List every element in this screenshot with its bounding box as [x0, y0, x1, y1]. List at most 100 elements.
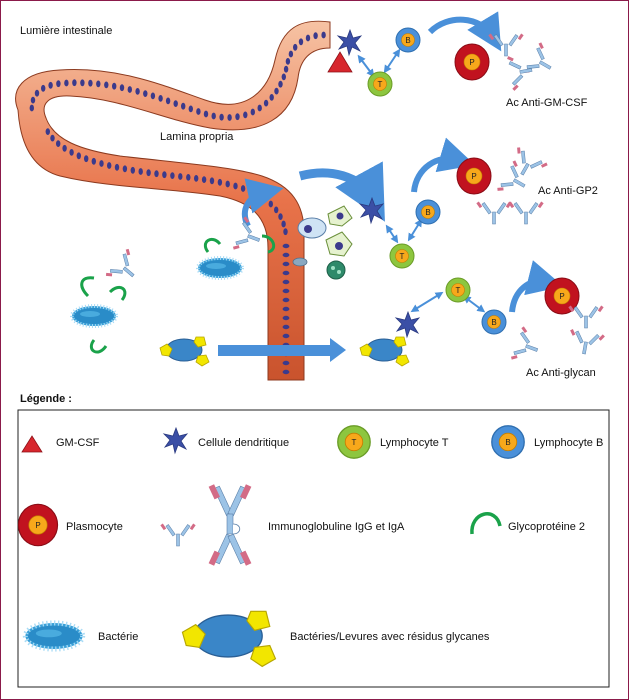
glycan-organism-icon [181, 610, 277, 668]
epithelial-nucleus [233, 182, 238, 190]
legend-item-dendritic: Cellule dendritique [198, 437, 289, 449]
plasma-cell-letter: P [35, 521, 40, 530]
epithelial-nucleus [305, 34, 311, 42]
epithelial-nucleus [99, 160, 104, 167]
epithelial-nucleus [72, 79, 77, 87]
epithelial-nucleus [274, 206, 279, 214]
antibody-icon [507, 201, 545, 225]
epithelial-nucleus [262, 195, 267, 203]
gp2-icon [80, 276, 95, 298]
epithelial-nucleus [282, 333, 290, 339]
epithelial-nucleus [119, 84, 125, 92]
glycan-organism-icon [359, 336, 410, 367]
antibody-icon [566, 328, 606, 358]
epithelial-nucleus [91, 157, 97, 165]
epithelial-nucleus [278, 80, 283, 88]
epithelial-nucleus [282, 243, 290, 249]
epithelial-nucleus [281, 220, 286, 228]
epithelial-nucleus [282, 252, 290, 258]
epithelial-nucleus [282, 360, 290, 366]
epithelial-nucleus [188, 105, 193, 113]
epithelial-nucleus [313, 32, 318, 40]
epithelial-nucleus [211, 112, 216, 120]
epithelial-nucleus [219, 113, 224, 121]
epithelial-nucleus [282, 270, 290, 276]
epithelial-nucleus [112, 82, 117, 90]
t-cell-letter: T [400, 252, 405, 261]
epithelial-nucleus [248, 187, 253, 195]
legend: Légende : GM-CSF Cellule dendritique T L… [17, 393, 610, 688]
epithelial-nucleus [293, 43, 298, 51]
epithelial-nucleus [84, 155, 89, 163]
antibody-icon [509, 325, 544, 368]
epithelial-nucleus [104, 81, 109, 89]
gmcsf-triangle-icon [21, 435, 43, 453]
lumen-label: Lumière intestinale [20, 25, 112, 37]
t-cell-letter: T [378, 80, 383, 89]
epithelial-nucleus [48, 81, 53, 89]
immunoglobulin-icon [159, 484, 252, 566]
epithelial-nucleus [263, 99, 269, 107]
epithelial-nucleus [50, 134, 55, 142]
epithelial-nucleus [282, 315, 290, 321]
epithelial-nucleus [321, 31, 326, 39]
epithelial-nucleus [243, 111, 248, 119]
epithelial-nucleus [269, 94, 274, 101]
epithelial-nucleus [298, 38, 304, 46]
t-cell-letter: T [456, 286, 461, 295]
epithelial-nucleus [278, 213, 283, 221]
epithelial-nucleus [30, 96, 36, 104]
antibody-icon [506, 145, 550, 184]
epithelial-nucleus [227, 114, 232, 121]
epithelial-nucleus [96, 80, 101, 88]
epithelial-nucleus [250, 108, 255, 116]
ab-glycan-label: Ac Anti-glycan [526, 367, 596, 379]
gp2-icon [470, 512, 502, 535]
epithelial-nucleus [225, 180, 230, 188]
gp2-icon [108, 286, 127, 301]
epithelial-nucleus [282, 306, 290, 312]
legend-item-tcell: Lymphocyte T [380, 437, 449, 449]
plasma-cell-letter: P [559, 292, 564, 301]
epithelial-nucleus [240, 185, 246, 192]
t-cell-letter: T [352, 438, 357, 447]
epithelial-nucleus [201, 176, 207, 184]
dendritic-cell-icon [359, 197, 384, 224]
epithelial-nucleus [257, 104, 262, 112]
epithelial-nucleus [181, 102, 186, 110]
epithelial-nucleus [41, 84, 46, 92]
antibody-icon [475, 201, 513, 225]
epithelial-nucleus [282, 324, 290, 330]
epithelial-nucleus [154, 170, 159, 178]
epithelial-nucleus [288, 50, 294, 58]
b-cell-letter: B [405, 36, 410, 45]
antibody-icon [521, 40, 560, 84]
epithelial-nucleus [196, 108, 201, 115]
epithelial-nucleus [64, 79, 69, 87]
legend-item-gp2: Glycoprotéine 2 [508, 521, 585, 533]
epithelial-nucleus [165, 97, 171, 105]
epithelial-nucleus [282, 369, 290, 375]
dendritic-cell-icon [395, 311, 420, 338]
epithelial-nucleus [130, 166, 135, 174]
dendritic-cell-icon [337, 29, 362, 56]
legend-item-bacteria: Bactérie [98, 631, 138, 643]
epithelial-nucleus [62, 144, 67, 152]
ab-gmcsf-label: Ac Anti-GM-CSF [506, 97, 588, 109]
legend-item-gmcsf: GM-CSF [56, 437, 100, 449]
epithelial-nucleus [283, 65, 289, 73]
bacterium-icon [25, 623, 82, 649]
bacterium-icon [196, 256, 244, 280]
lumen-organisms [70, 215, 410, 367]
epithelial-nucleus [107, 162, 112, 169]
epithelial-nucleus [209, 177, 215, 185]
epithelial-nucleus [127, 86, 132, 93]
epithelial-nucleus [76, 152, 82, 160]
epithelial-nucleus [274, 87, 279, 95]
plasma-cell-letter: P [469, 58, 474, 67]
epithelial-nucleus [194, 175, 199, 182]
b-cell-letter: B [425, 208, 430, 217]
legend-item-plasma: Plasmocyte [66, 521, 123, 533]
epithelial-nucleus [114, 163, 120, 171]
ab-gp2-label: Ac Anti-GP2 [538, 185, 598, 197]
